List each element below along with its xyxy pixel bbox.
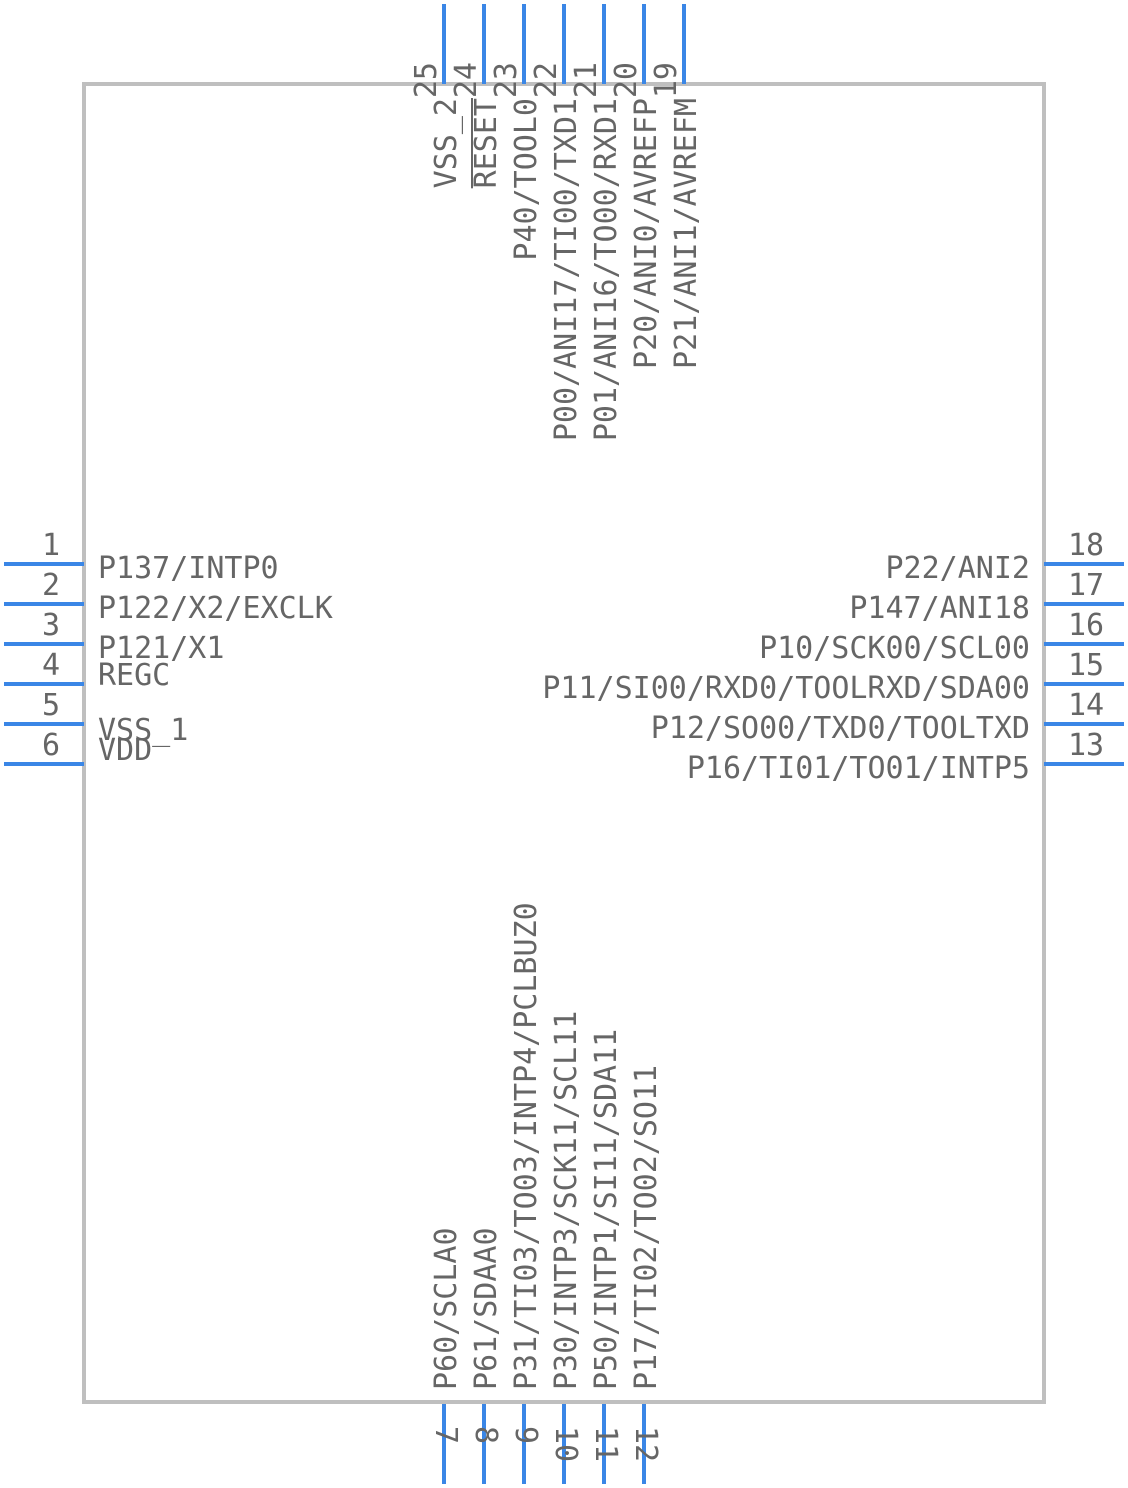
pin-number-10: 10 <box>548 1426 583 1462</box>
pin-12: 12 P17/TI02/TO02/SO11 <box>628 1065 664 1484</box>
pin-number-24: 24 <box>449 62 484 98</box>
pin-9: 9 P31/TI03/TO03/INTP4/PCLBUZ0 <box>508 902 544 1484</box>
pin-number-11: 11 <box>588 1426 623 1462</box>
pin-number-7: 7 <box>428 1426 463 1444</box>
pin-label-p30-intp3-sck11-scl11: P30/INTP3/SCK11/SCL11 <box>549 1011 584 1390</box>
pin-4: 4 REGC <box>4 648 170 693</box>
pin-8: 8 P61/SDAA0 <box>468 1227 504 1484</box>
pin-number-5: 5 <box>42 688 60 723</box>
pin-label-p22-ani2: P22/ANI2 <box>886 551 1031 586</box>
pin-label-p00-ani17-ti00-txd1: P00/ANI17/TI00/TXD1 <box>549 98 584 441</box>
pin-label-p17-ti02-to02-so11: P17/TI02/TO02/SO11 <box>629 1065 664 1390</box>
pin-label-p20-ani0-avrefp: P20/ANI0/AVREFP <box>629 98 664 369</box>
pin-label-reset: RESET <box>469 98 504 188</box>
pin-label-p122-x2-exclk: P122/X2/EXCLK <box>98 591 333 626</box>
pin-number-3: 3 <box>42 608 60 643</box>
pin-label-p147-ani18: P147/ANI18 <box>849 591 1030 626</box>
pin-number-1: 1 <box>42 528 60 563</box>
pin-number-22: 22 <box>529 62 564 98</box>
pin-10: 10 P30/INTP3/SCK11/SCL11 <box>548 1011 584 1484</box>
pin-label-p121-x1: P121/X1 <box>98 631 224 666</box>
pin-label-p10-sck00-scl00: P10/SCK00/SCL00 <box>759 631 1030 666</box>
pin-number-21: 21 <box>569 62 604 98</box>
pin-label-p61-sdaa0: P61/SDAA0 <box>469 1227 504 1390</box>
pin-label-p21-ani1-avrefm: P21/ANI1/AVREFM <box>669 98 704 369</box>
pin-number-19: 19 <box>649 62 684 98</box>
pin-number-20: 20 <box>609 62 644 98</box>
pin-number-16: 16 <box>1068 608 1104 643</box>
pin-number-17: 17 <box>1068 568 1104 603</box>
pin-6: 6 VDD <box>4 728 152 768</box>
pin-label-vdd: VDD <box>98 733 152 768</box>
pin-number-25: 25 <box>409 62 444 98</box>
pin-number-4: 4 <box>42 648 60 683</box>
pin-7: 7 P60/SCLA0 <box>428 1227 464 1484</box>
pin-number-13: 13 <box>1068 728 1104 763</box>
pin-label-regc: REGC <box>98 658 170 693</box>
pin-label-p01-ani16-to00-rxd1: P01/ANI16/TO00/RXD1 <box>589 98 624 441</box>
pin-label-p60-scla0: P60/SCLA0 <box>429 1227 464 1390</box>
pin-number-9: 9 <box>508 1426 543 1444</box>
pin-label-vss-2: VSS_2 <box>429 98 464 188</box>
pin-label-p50-intp1-si11-sda11: P50/INTP1/SI11/SDA11 <box>589 1029 624 1390</box>
pin-number-23: 23 <box>489 62 524 98</box>
pin-number-15: 15 <box>1068 648 1104 683</box>
pin-label-p11-si00-rxd0-toolrxd-sda00: P11/SI00/RXD0/TOOLRXD/SDA00 <box>542 671 1030 706</box>
pin-number-2: 2 <box>42 568 60 603</box>
pin-number-14: 14 <box>1068 688 1104 723</box>
pin-label-p12-so00-txd0-tooltxd: P12/SO00/TXD0/TOOLTXD <box>651 711 1030 746</box>
pin-number-12: 12 <box>628 1426 663 1462</box>
pin-label-p40-tool0: P40/TOOL0 <box>509 98 544 261</box>
pin-label-p31-ti03-to03-intp4-pclbuz0: P31/TI03/TO03/INTP4/PCLBUZ0 <box>509 902 544 1390</box>
pin-label-vss-1: VSS_1 <box>98 713 188 748</box>
pin-label-p16-ti01-to01-intp5: P16/TI01/TO01/INTP5 <box>687 751 1030 786</box>
pin-number-6: 6 <box>42 728 60 763</box>
pin-11: 11 P50/INTP1/SI11/SDA11 <box>588 1029 624 1484</box>
pin-number-8: 8 <box>468 1426 503 1444</box>
pin-number-18: 18 <box>1068 528 1104 563</box>
pin-label-p137-intp0: P137/INTP0 <box>98 551 279 586</box>
